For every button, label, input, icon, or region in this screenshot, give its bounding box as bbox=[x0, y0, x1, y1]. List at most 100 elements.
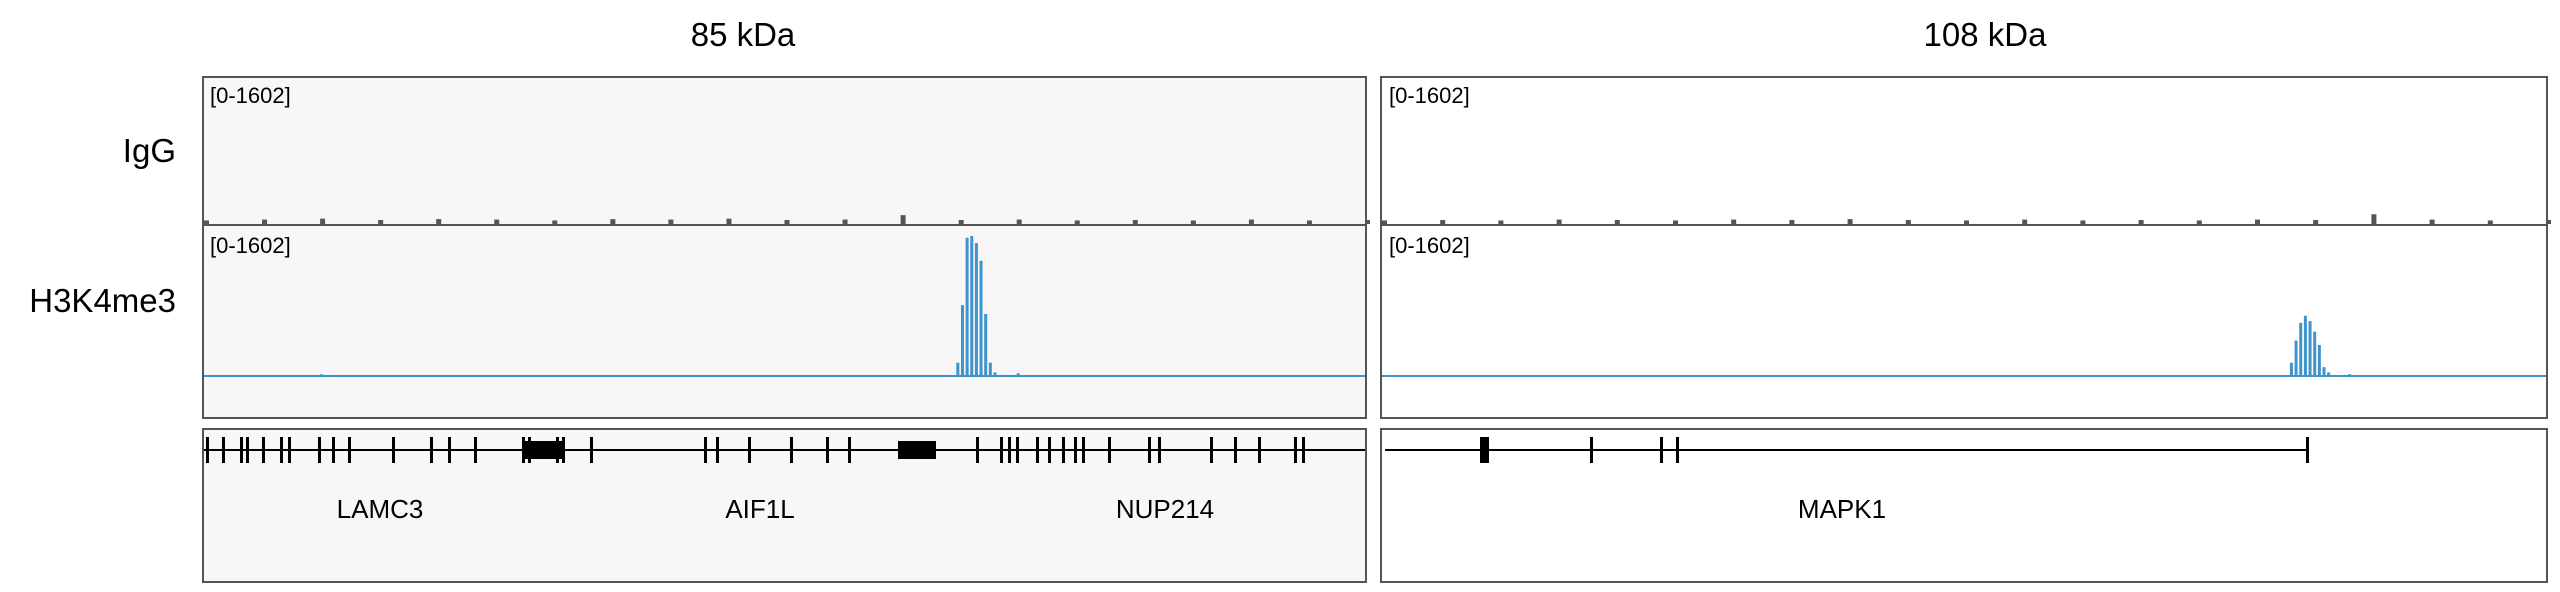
exon-left-14 bbox=[522, 437, 525, 463]
bar-igg-2-3 bbox=[1556, 219, 1562, 224]
exon-left-12 bbox=[448, 437, 451, 463]
bar-igg-0-20 bbox=[1365, 220, 1370, 224]
row-label-igg: IgG bbox=[122, 132, 176, 169]
bar-igg-0-6 bbox=[552, 220, 558, 224]
bar-h3k4me3-3-8 bbox=[2327, 372, 2331, 376]
exon-left-21 bbox=[748, 437, 751, 463]
exon-left-39 bbox=[1258, 437, 1261, 463]
exon-right-5 bbox=[1676, 437, 1679, 463]
exon-block-mapk1 bbox=[1480, 437, 1489, 463]
exon-left-26 bbox=[1000, 437, 1003, 463]
exon-left-33 bbox=[1082, 437, 1085, 463]
bar-h3k4me3-3-7 bbox=[2322, 367, 2326, 376]
bar-igg-0-9 bbox=[726, 218, 732, 224]
exon-left-40 bbox=[1294, 437, 1297, 463]
bar-igg-2-8 bbox=[1847, 219, 1853, 224]
exon-left-6 bbox=[288, 437, 291, 463]
bar-h3k4me3-1-4 bbox=[970, 235, 974, 376]
exon-left-20 bbox=[716, 437, 719, 463]
bar-h3k4me3-1-5 bbox=[974, 243, 978, 376]
exon-left-38 bbox=[1234, 437, 1237, 463]
bar-igg-0-12 bbox=[900, 215, 906, 224]
bar-h3k4me3-3-9 bbox=[2348, 374, 2352, 376]
signal-frame-left bbox=[202, 76, 1367, 419]
bar-h3k4me3-3-1 bbox=[2294, 340, 2298, 376]
bar-igg-2-1 bbox=[1440, 220, 1446, 224]
bar-igg-2-17 bbox=[2371, 214, 2377, 224]
bar-h3k4me3-1-0 bbox=[320, 374, 324, 376]
bar-h3k4me3-1-3 bbox=[965, 237, 969, 376]
exon-left-1 bbox=[222, 437, 225, 463]
exon-left-2 bbox=[240, 437, 243, 463]
exon-left-23 bbox=[826, 437, 829, 463]
exon-left-4 bbox=[262, 437, 265, 463]
range-label-h3k4me3-right: [0-1602] bbox=[1389, 233, 1470, 258]
signal-frame-right bbox=[1380, 76, 2548, 419]
bar-igg-2-7 bbox=[1789, 220, 1795, 224]
bar-h3k4me3-3-3 bbox=[2303, 315, 2307, 376]
bar-igg-2-5 bbox=[1673, 220, 1678, 224]
bar-igg-0-10 bbox=[784, 220, 790, 224]
exon-right-6 bbox=[2306, 437, 2309, 463]
bar-igg-0-13 bbox=[958, 220, 964, 224]
exon-left-9 bbox=[348, 437, 351, 463]
gene-frame-right bbox=[1380, 428, 2548, 583]
exon-left-13 bbox=[474, 437, 477, 463]
range-label-igg-right: [0-1602] bbox=[1389, 83, 1470, 108]
bar-h3k4me3-1-10 bbox=[1016, 373, 1020, 376]
bar-igg-2-0 bbox=[1382, 220, 1387, 224]
utr-block-lamc3 bbox=[524, 441, 562, 459]
exon-left-24 bbox=[848, 437, 851, 463]
bar-igg-2-6 bbox=[1731, 219, 1737, 224]
exon-right-3 bbox=[1590, 437, 1593, 463]
bar-igg-0-4 bbox=[436, 219, 442, 224]
bar-igg-0-14 bbox=[1016, 219, 1022, 224]
bar-igg-0-11 bbox=[842, 219, 848, 224]
exon-left-7 bbox=[318, 437, 321, 463]
gene-label-mapk1: MAPK1 bbox=[1797, 494, 1887, 524]
bar-igg-0-8 bbox=[668, 219, 674, 224]
bar-igg-2-14 bbox=[2196, 220, 2202, 224]
exon-left-28 bbox=[1016, 437, 1019, 463]
gene-frame-left bbox=[202, 428, 1367, 583]
bar-igg-0-2 bbox=[320, 218, 326, 224]
exon-left-30 bbox=[1048, 437, 1051, 463]
bar-igg-2-16 bbox=[2313, 220, 2319, 224]
bar-h3k4me3-1-7 bbox=[984, 313, 988, 376]
exon-left-25 bbox=[976, 437, 979, 463]
bar-h3k4me3-1-8 bbox=[988, 362, 992, 376]
bar-h3k4me3-3-2 bbox=[2299, 322, 2303, 376]
bar-h3k4me3-3-4 bbox=[2308, 321, 2312, 376]
exon-right-4 bbox=[1660, 437, 1663, 463]
exon-left-27 bbox=[1008, 437, 1011, 463]
exon-left-34 bbox=[1108, 437, 1111, 463]
bar-h3k4me3-1-2 bbox=[960, 305, 964, 376]
bar-h3k4me3-1-6 bbox=[979, 260, 983, 376]
bar-igg-2-9 bbox=[1905, 220, 1911, 224]
exon-left-17 bbox=[562, 437, 565, 463]
exon-left-19 bbox=[704, 437, 707, 463]
bar-igg-2-19 bbox=[2487, 220, 2493, 224]
row-label-h3k4me3: H3K4me3 bbox=[29, 282, 176, 319]
exon-left-8 bbox=[332, 437, 335, 463]
exon-left-3 bbox=[246, 437, 249, 463]
bar-h3k4me3-3-0 bbox=[2289, 362, 2293, 376]
exon-left-5 bbox=[280, 437, 283, 463]
exon-left-10 bbox=[392, 437, 395, 463]
panel-title-left: 85 kDa bbox=[690, 16, 796, 53]
bar-igg-0-16 bbox=[1132, 220, 1138, 224]
bar-igg-0-17 bbox=[1190, 220, 1196, 224]
bar-igg-2-15 bbox=[2255, 219, 2260, 224]
exon-left-0 bbox=[206, 437, 209, 463]
exon-left-37 bbox=[1210, 437, 1213, 463]
exon-left-35 bbox=[1148, 437, 1151, 463]
bar-h3k4me3-3-5 bbox=[2313, 331, 2317, 376]
exon-left-29 bbox=[1036, 437, 1039, 463]
gene-label-lamc3: LAMC3 bbox=[336, 494, 424, 524]
exon-left-32 bbox=[1074, 437, 1077, 463]
bar-igg-0-1 bbox=[262, 219, 268, 224]
exon-left-11 bbox=[430, 437, 433, 463]
gene-label-nup214: NUP214 bbox=[1115, 494, 1215, 524]
range-label-igg-left: [0-1602] bbox=[210, 83, 291, 108]
bar-h3k4me3-1-1 bbox=[956, 362, 960, 376]
